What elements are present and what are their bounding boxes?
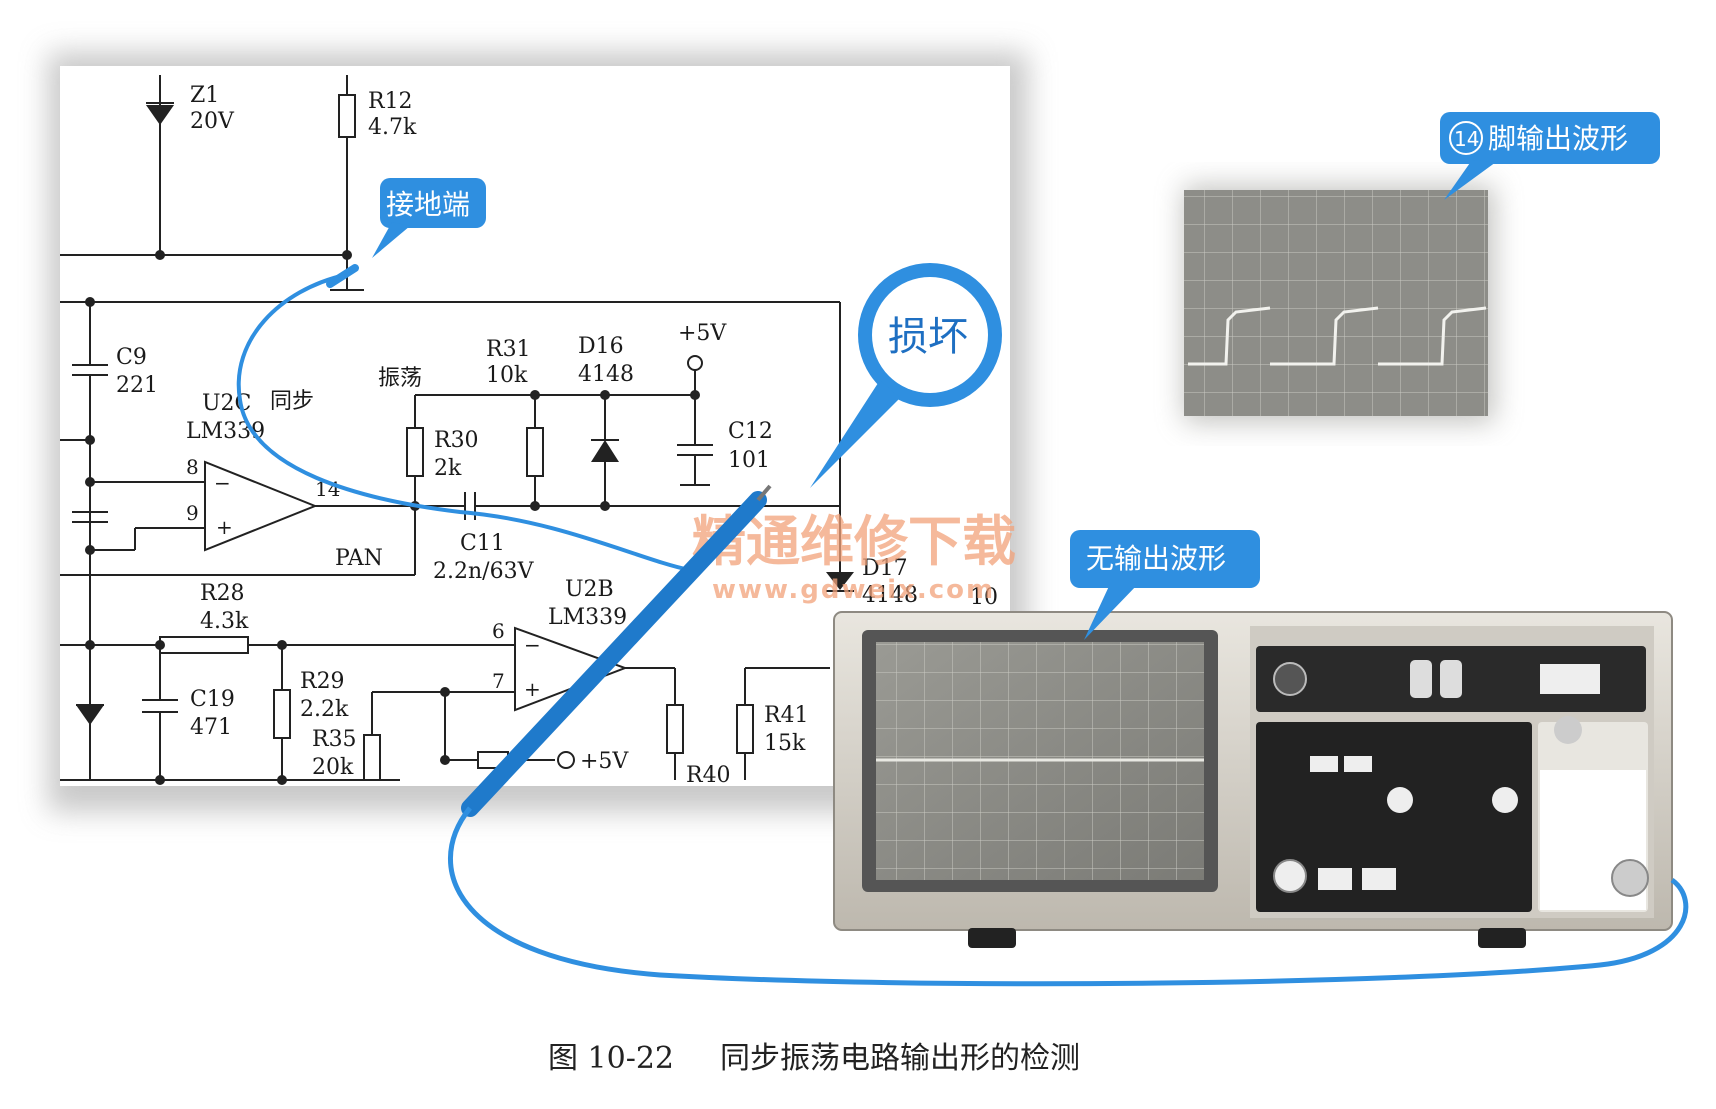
caption-text: 同步振荡电路输出形的检测 (720, 1041, 1080, 1076)
label-vcc2: +5V (580, 749, 629, 774)
label-r35: R35 (312, 727, 357, 752)
label-r40: R40 (686, 763, 731, 788)
pin14-waveform-screen (1184, 186, 1494, 422)
label-r31: R31 (486, 337, 531, 362)
label-pin6: 6 (492, 619, 505, 643)
schematic-labels: Z1 20V R12 4.7k C9 221 U2C 同步 LM339 振荡 R… (116, 83, 998, 788)
label-osc: 振荡 (378, 366, 422, 391)
label-z1: Z1 (190, 83, 219, 108)
scope-foot-left (968, 928, 1016, 948)
label-c19: C19 (190, 687, 235, 712)
label-r41-value: 15k (764, 731, 806, 756)
knob-ch2[interactable] (1492, 787, 1518, 813)
power-knob[interactable] (1273, 662, 1307, 696)
schematic-wires (60, 75, 854, 785)
button-a[interactable] (1318, 868, 1352, 890)
label-c11-value: 2.2n/63V (433, 559, 535, 584)
label-u2b-model: LM339 (548, 605, 627, 630)
callout-damaged-text: 损坏 (888, 314, 968, 360)
label-r30: R30 (434, 428, 479, 453)
switch-1[interactable] (1410, 660, 1432, 698)
label-r30-value: 2k (434, 456, 462, 481)
label-sync: 同步 (270, 389, 314, 414)
callout-ground: 接地端 (372, 178, 486, 258)
label-c12-value: 101 (728, 448, 770, 473)
oscilloscope (833, 611, 1673, 948)
ground-clip[interactable] (326, 264, 359, 288)
knob-intensity[interactable] (1554, 716, 1582, 744)
label-r29: R29 (300, 669, 345, 694)
label-c19-value: 471 (190, 715, 232, 740)
label-c9-value: 221 (116, 373, 158, 398)
probe-cable (447, 806, 1689, 987)
label-pin7: 7 (492, 669, 505, 693)
callout-ground-text: 接地端 (386, 188, 470, 221)
label-r28-value: 4.3k (200, 609, 249, 634)
label-d17: D17 (862, 556, 908, 581)
label-u2b-plus: + (524, 677, 541, 701)
label-c12: C12 (728, 419, 773, 444)
label-pin9: 9 (186, 501, 199, 525)
label-r41: R41 (764, 703, 809, 728)
callout-pin14-badge: 14 (1454, 127, 1479, 151)
label-cut: 10 (970, 585, 998, 610)
knob-timebase[interactable] (1611, 859, 1649, 897)
probe-body[interactable] (461, 491, 767, 817)
caption-number: 图 10-22 (548, 1041, 674, 1076)
scope-foot-right (1478, 928, 1526, 948)
label-r28: R28 (200, 581, 245, 606)
label-c9: C9 (116, 345, 147, 370)
input-connector[interactable] (1273, 859, 1307, 893)
callout-no-output-text: 无输出波形 (1086, 542, 1226, 575)
indicator-window (1540, 664, 1600, 694)
label-u2b-minus: − (524, 633, 541, 657)
label-d16: D16 (578, 334, 624, 359)
probe-assembly (236, 264, 1689, 987)
label-u2c-minus: − (214, 471, 231, 495)
label-pin8: 8 (186, 455, 199, 479)
watermark-url: www.gdweix.com (712, 575, 995, 605)
label-r12: R12 (368, 89, 413, 114)
label-z1-value: 20V (190, 109, 235, 134)
callout-no-output: 无输出波形 (1070, 530, 1260, 640)
callout-damaged: 损坏 (810, 263, 1002, 488)
label-r29-value: 2.2k (300, 697, 349, 722)
label-r35-value: 20k (312, 755, 354, 780)
pin14-square-wave (1188, 306, 1271, 366)
probe-tip[interactable] (756, 484, 772, 502)
label-u2b: U2B (565, 577, 614, 602)
ground-clip-lead (236, 273, 691, 572)
label-r31-value: 10k (486, 363, 528, 388)
callout-pin14-text: 脚输出波形 (1488, 122, 1628, 155)
label-u2c-plus: + (216, 515, 233, 539)
button-b[interactable] (1362, 868, 1396, 890)
figure-caption: 图 10-22 同步振荡电路输出形的检测 (548, 1041, 1080, 1076)
label-d16-value: 4148 (578, 362, 634, 387)
switch-2[interactable] (1440, 660, 1462, 698)
label-c11: C11 (460, 531, 505, 556)
knob-ch1[interactable] (1387, 787, 1413, 813)
label-r12-value: 4.7k (368, 115, 417, 140)
label-pan: PAN (335, 546, 383, 571)
label-d17-value: 4148 (862, 583, 918, 608)
callout-pin14: 14 脚输出波形 (1440, 112, 1660, 200)
label-vcc: +5V (678, 321, 727, 346)
